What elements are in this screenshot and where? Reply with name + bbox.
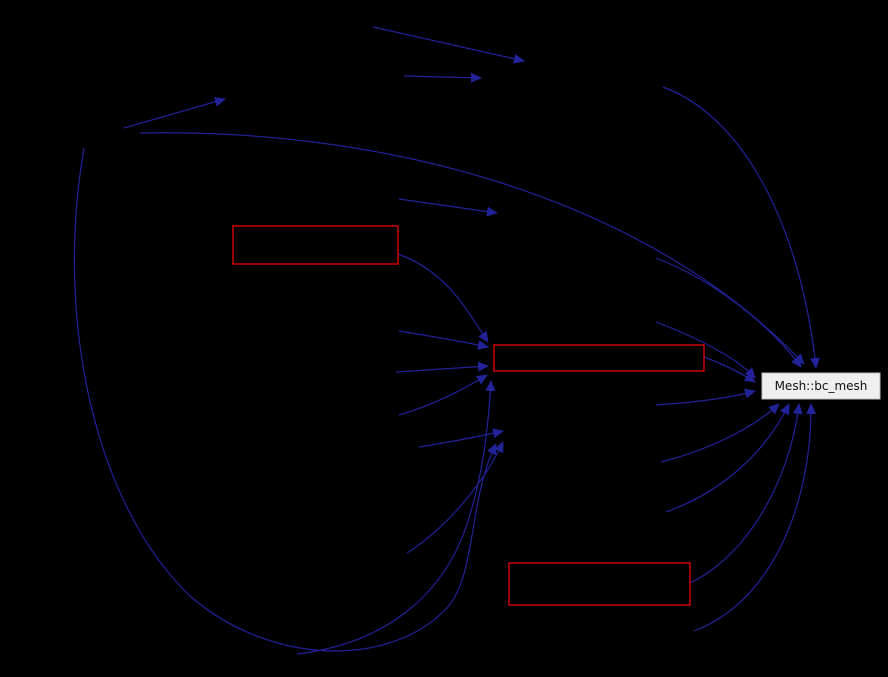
- edge-right-5-to-node: [665, 403, 790, 513]
- edge-into-boxB-3: [398, 374, 488, 416]
- truncated-node-box-2[interactable]: [493, 344, 705, 372]
- edge-boxB-to-node: [703, 356, 756, 383]
- edge-big-left-loop: [73, 147, 497, 652]
- edge-top-2: [403, 72, 482, 83]
- mesh-bc-mesh-node-box[interactable]: [761, 372, 881, 400]
- edge-top-1: [372, 26, 525, 64]
- edge-bottom-rise-to-boxB: [296, 380, 496, 655]
- edge-right-6-to-node: [693, 403, 817, 632]
- edge-right-2-to-node: [655, 321, 756, 379]
- edge-right-1-to-node: [655, 257, 802, 368]
- edge-long-sweep-to-node: [139, 132, 805, 365]
- edge-right-top-to-node: [662, 86, 820, 369]
- edge-boxC-to-node: [689, 403, 803, 584]
- truncated-node-box-3[interactable]: [508, 562, 691, 606]
- edge-left-top: [123, 96, 226, 129]
- edge-right-3-to-node: [655, 388, 756, 406]
- edge-mid-1: [398, 198, 498, 217]
- edge-into-boxB-2: [395, 361, 489, 373]
- mesh-bc-mesh-node-label: Mesh::bc_mesh: [775, 379, 868, 393]
- edge-into-boxB-1: [398, 330, 489, 350]
- mesh-bc-mesh-node[interactable]: Mesh::bc_mesh: [761, 372, 881, 400]
- edge-into-lower-node-1: [418, 428, 504, 448]
- truncated-node-box-1[interactable]: [232, 225, 399, 265]
- edge-into-lower-node-2: [406, 441, 504, 554]
- edge-boxA-to-boxB: [397, 253, 489, 343]
- edge-right-4-to-node: [660, 403, 780, 463]
